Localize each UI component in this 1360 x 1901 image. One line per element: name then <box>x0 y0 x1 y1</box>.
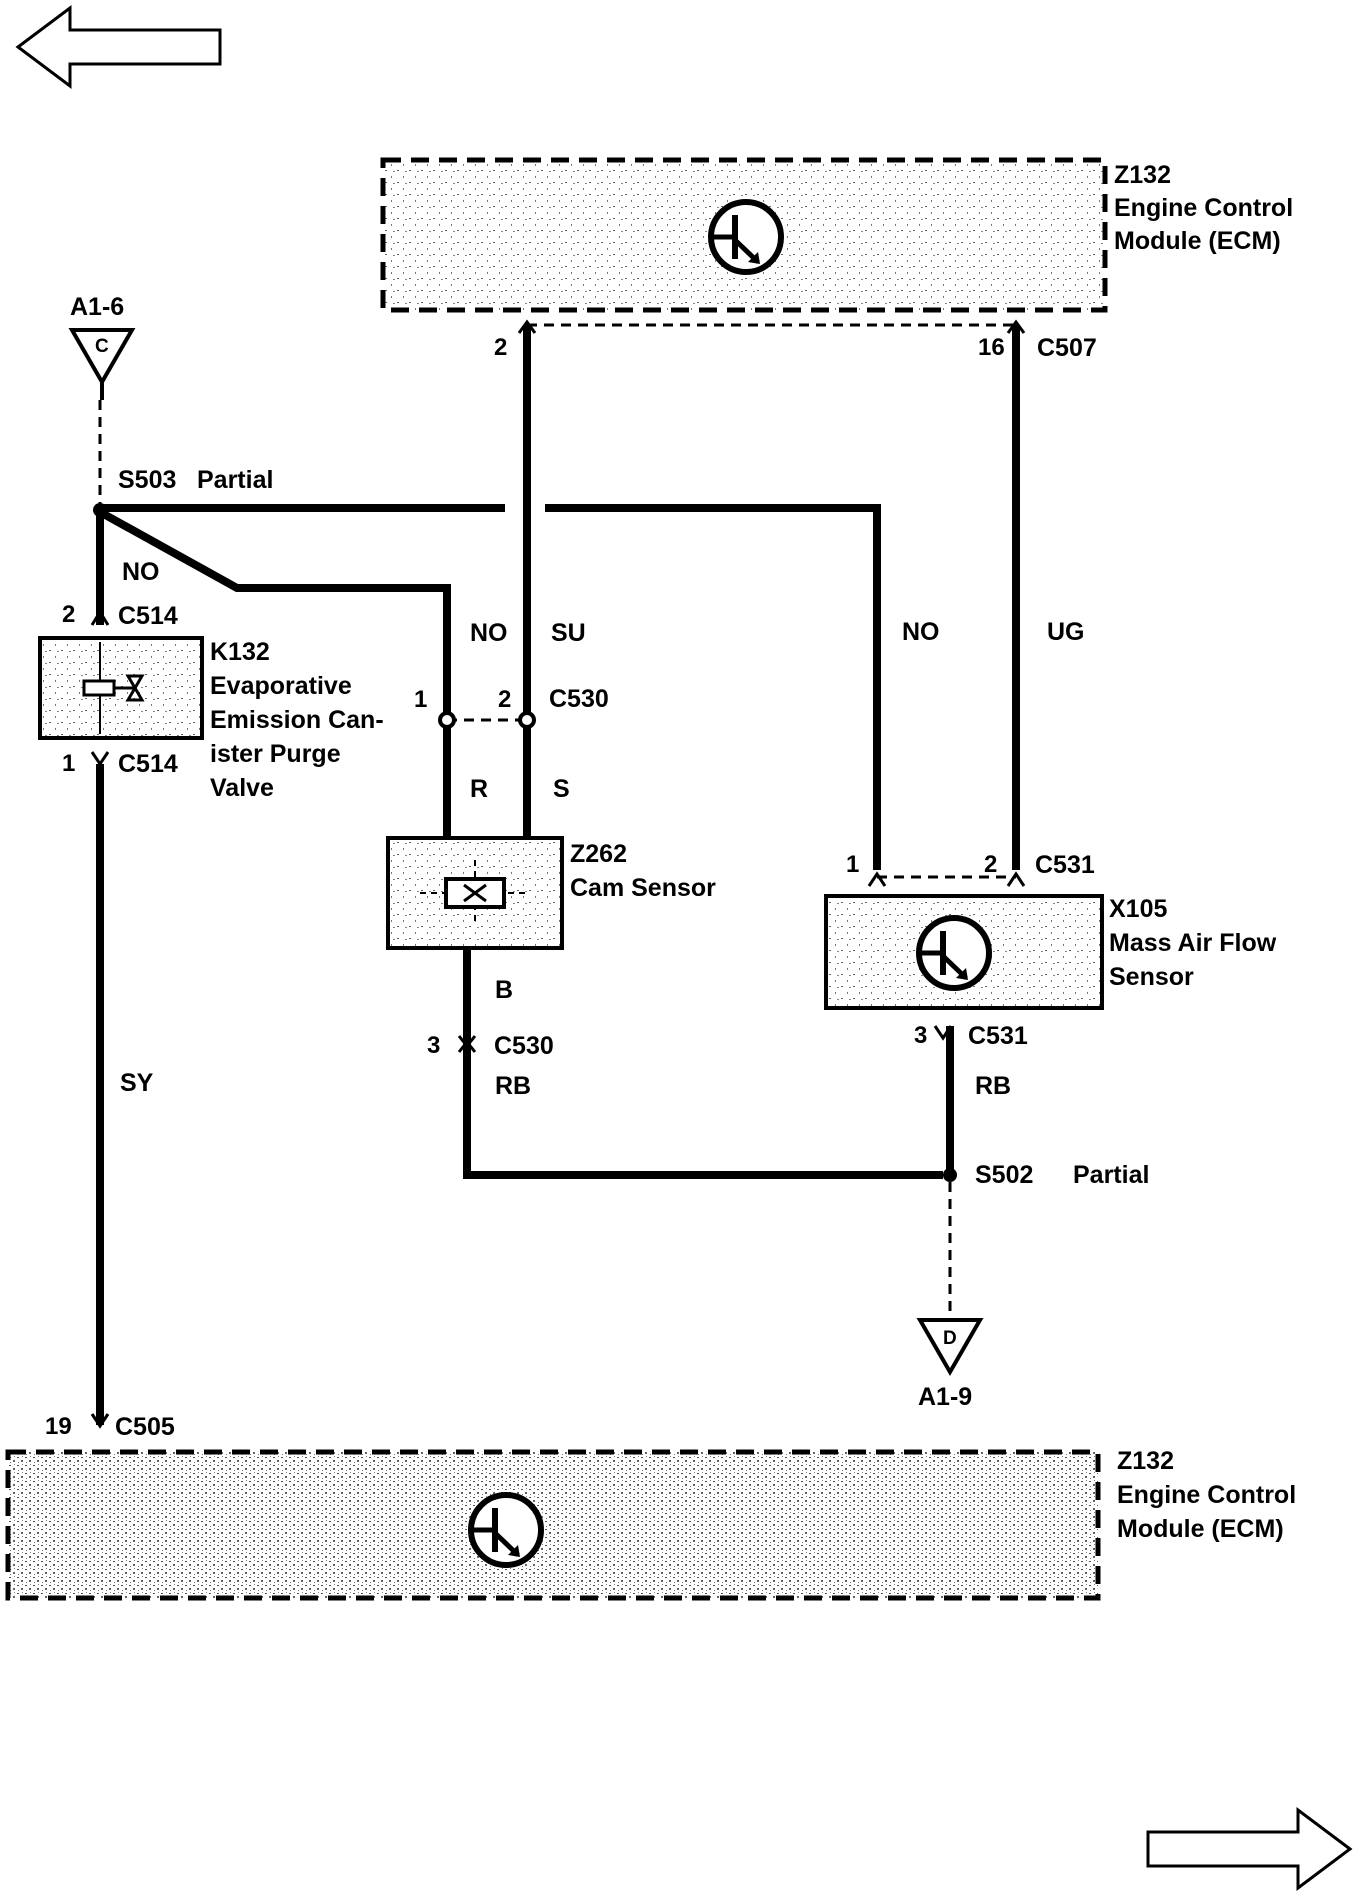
c530-pin-1-terminal <box>438 711 456 729</box>
cam-pin-1: 1 <box>414 686 427 713</box>
ecm-pin-16-terminal <box>1006 319 1026 334</box>
maf-sensor-line1: Mass Air Flow <box>1109 929 1277 957</box>
connector-c-letter: C <box>95 336 109 357</box>
ecm-bottom-pin-19: 19 <box>45 1413 72 1440</box>
connector-c: A1-6 C <box>68 293 136 400</box>
wire-su-label: SU <box>551 619 586 647</box>
wire-ug-label: UG <box>1047 618 1085 646</box>
back-arrow-button[interactable] <box>15 5 222 89</box>
cam-sensor-component: Z262 Cam Sensor <box>386 836 716 950</box>
wire-r-label: R <box>470 775 488 803</box>
ecm-pin-2-terminal <box>517 319 537 334</box>
ecm-top-name-line2: Module (ECM) <box>1114 227 1281 255</box>
left-arrow-icon <box>15 5 222 89</box>
solenoid-valve-icon <box>82 642 145 734</box>
connector-c-triangle-icon <box>68 328 136 387</box>
connector-d-label: A1-9 <box>918 1383 972 1411</box>
c514-pin-2-terminal <box>90 609 110 626</box>
wire-s-label: S <box>553 775 570 803</box>
ecm-top-pin-16: 16 <box>978 334 1005 361</box>
wire-no-cam-label: NO <box>470 619 508 647</box>
maf-pin-2: 2 <box>984 851 997 878</box>
c507-label: C507 <box>1037 334 1097 362</box>
c530-pin-3-terminal <box>457 1035 477 1053</box>
wire-no-maf-label: NO <box>902 618 940 646</box>
s503-note: Partial <box>197 466 273 494</box>
c514-pin-1-terminal <box>90 751 110 767</box>
connector-c-label: A1-6 <box>70 293 124 321</box>
forward-arrow-button[interactable] <box>1146 1807 1353 1891</box>
purge-valve-component: 2 C514 1 C514 K132 Evaporative Emission … <box>38 601 384 802</box>
maf-sensor-component: X105 Mass Air Flow Sensor <box>824 894 1277 1010</box>
c531-pin-1-terminal <box>867 871 887 887</box>
ecm-bottom-id: Z132 <box>1117 1447 1174 1475</box>
purge-valve-id: K132 <box>210 638 270 666</box>
ecm-top-module: Z132 Engine Control Module (ECM) 2 16 C5… <box>380 157 1293 362</box>
purge-pin-1: 1 <box>62 750 75 777</box>
c531-label: C531 <box>1035 851 1095 879</box>
s502-note: Partial <box>1073 1161 1149 1189</box>
wire-b-rb-cam <box>463 948 943 1179</box>
wire-sy-label: SY <box>120 1069 154 1097</box>
cam-sensor-name: Cam Sensor <box>570 874 716 902</box>
c530-label: C530 <box>549 685 609 713</box>
s503-label: S503 <box>118 466 176 494</box>
connector-d-letter: D <box>943 1328 957 1349</box>
cam-pin-3: 3 <box>427 1032 440 1059</box>
maf-pin-3: 3 <box>914 1022 927 1049</box>
wire-rb-maf-label: RB <box>975 1072 1011 1100</box>
c530-pin-2-terminal <box>518 711 536 729</box>
maf-sensor-line2: Sensor <box>1109 963 1194 991</box>
c514-bottom-label: C514 <box>118 750 178 778</box>
maf-pin-1: 1 <box>846 851 859 878</box>
c531-bottom-label: C531 <box>968 1022 1028 1050</box>
s502-splice-dot <box>943 1168 957 1182</box>
cam-pin-2: 2 <box>498 686 511 713</box>
c530-bottom-connector: 3 C530 <box>427 1032 554 1060</box>
c530-connector: 1 2 C530 <box>414 685 609 729</box>
connector-d: D A1-9 <box>916 1318 984 1411</box>
ecm-top-name-line1: Engine Control <box>1114 194 1293 222</box>
maf-sensor-id: X105 <box>1109 895 1167 923</box>
c505-pin-19-terminal <box>90 1413 110 1429</box>
ecm-top-id: Z132 <box>1114 161 1171 189</box>
sensor-element-icon <box>420 860 530 926</box>
transistor-icon <box>916 915 992 991</box>
c514-top-label: C514 <box>118 602 178 630</box>
ecm-bottom-module: Z132 Engine Control Module (ECM) 19 C505 <box>5 1413 1296 1601</box>
s502-splice: S502 Partial <box>943 1161 1149 1320</box>
ecm-bottom-box <box>5 1449 1101 1601</box>
purge-valve-line4: Valve <box>210 774 274 802</box>
c505-label: C505 <box>115 1413 175 1441</box>
wire-no-purge-label: NO <box>122 558 160 586</box>
ecm-top-pin-2: 2 <box>494 334 507 361</box>
wire-b-label: B <box>495 976 513 1004</box>
ecm-bottom-name-line1: Engine Control <box>1117 1481 1296 1509</box>
s503-splice: S503 Partial <box>93 400 273 517</box>
ecm-bottom-name-line2: Module (ECM) <box>1117 1515 1284 1543</box>
transistor-icon <box>708 199 784 275</box>
c531-pin-2-terminal <box>1006 871 1026 887</box>
c531-top-connector: 1 2 C531 <box>846 851 1095 887</box>
purge-pin-2: 2 <box>62 601 75 628</box>
wire-rb-cam-label: RB <box>495 1072 531 1100</box>
transistor-icon <box>468 1492 544 1568</box>
c531-bottom-connector: 3 C531 <box>914 1022 1028 1050</box>
purge-valve-line1: Evaporative <box>210 672 352 700</box>
cam-sensor-id: Z262 <box>570 840 627 868</box>
purge-valve-line3: ister Purge <box>210 740 341 768</box>
right-arrow-icon <box>1146 1807 1353 1891</box>
c530-bottom-label: C530 <box>494 1032 554 1060</box>
s502-label: S502 <box>975 1161 1033 1189</box>
purge-valve-line2: Emission Can- <box>210 706 384 734</box>
wire-no-maf-segment-b <box>545 504 881 870</box>
